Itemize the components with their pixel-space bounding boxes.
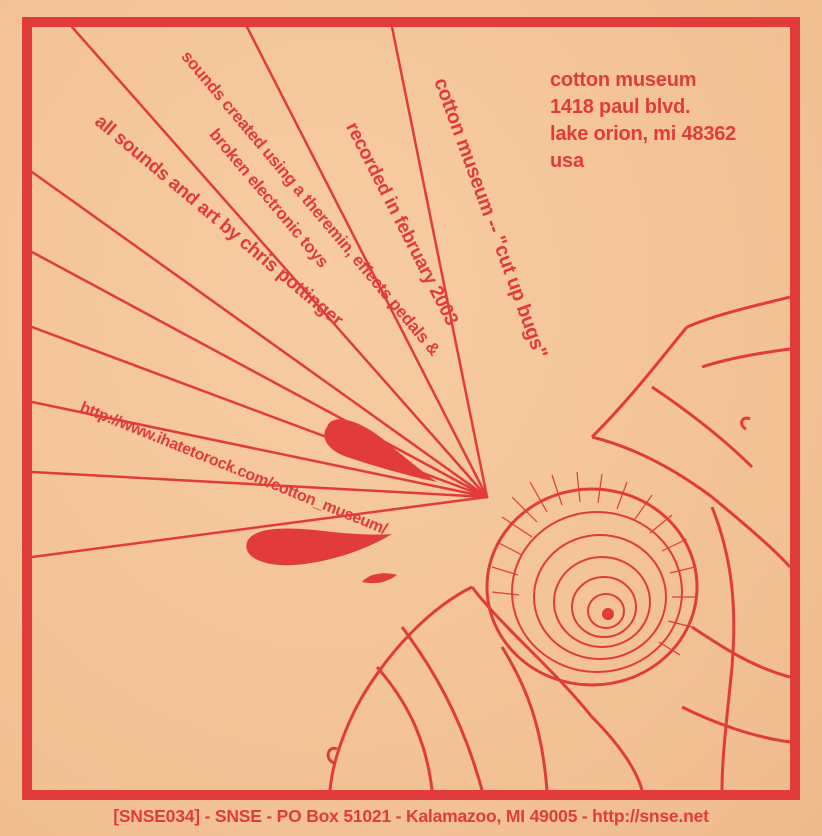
mailing-address: cotton museum 1418 paul blvd. lake orion… — [550, 67, 736, 175]
cover-illustration — [32, 27, 790, 790]
address-line: usa — [550, 150, 584, 172]
address-line: lake orion, mi 48362 — [550, 123, 737, 145]
address-line: 1418 paul blvd. — [550, 96, 691, 118]
artwork-frame: cotton museum 1418 paul blvd. lake orion… — [22, 17, 800, 800]
address-line: cotton museum — [550, 69, 697, 91]
label-footer: [SNSE034] - SNSE - PO Box 51021 - Kalama… — [113, 806, 709, 826]
